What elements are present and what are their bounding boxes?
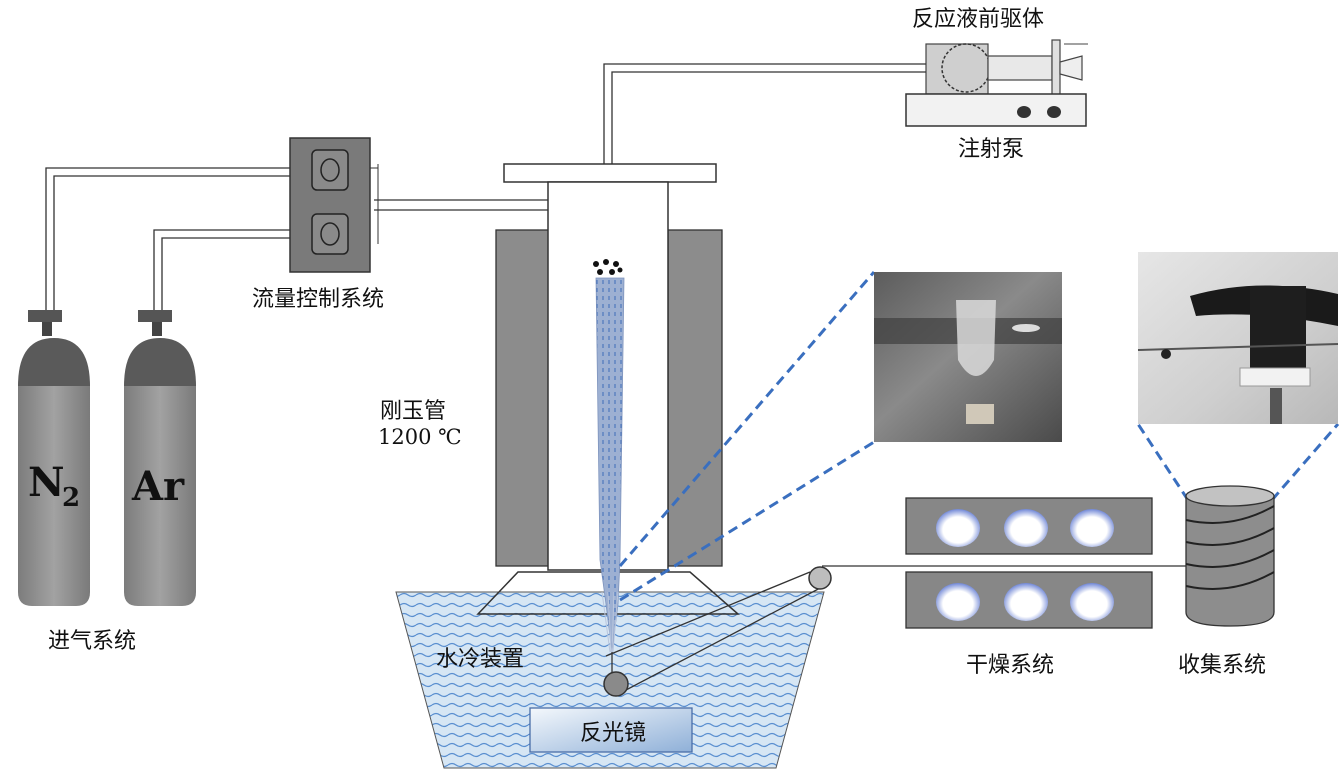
cylinder-formula-subscript: 2 — [62, 483, 80, 513]
dryer-hole — [936, 583, 980, 621]
flow-meter-1-dial — [320, 158, 340, 182]
furnace-heater-right — [667, 229, 723, 567]
syringe-plunger-rod — [987, 55, 1053, 81]
guide-pulley — [808, 566, 832, 590]
cylinder-valve — [28, 310, 62, 322]
collection-label: 收集系统 — [1178, 653, 1266, 678]
furnace-heater-left — [495, 229, 551, 567]
syringe-barrel — [925, 43, 989, 95]
drying-unit-top — [905, 497, 1153, 555]
gas-pipes — [45, 167, 548, 310]
pump-button-2 — [1047, 106, 1061, 118]
spool-windings — [1185, 505, 1275, 590]
reflector-mirror — [529, 707, 693, 753]
dryer-hole — [1070, 583, 1114, 621]
syringe-plunger-plate — [1051, 39, 1061, 101]
bath-pulley — [603, 671, 629, 697]
spool-body — [1185, 495, 1275, 627]
syringe-handle — [1059, 55, 1083, 81]
fiber-drawing-photo — [874, 272, 1062, 442]
cylinder-formula: Ar — [131, 463, 185, 510]
drying-unit-bottom — [905, 571, 1153, 629]
callout-lines — [618, 271, 1340, 602]
temperature-label: 1200 ℃ — [378, 425, 462, 449]
fiber-path — [605, 565, 1186, 691]
cylinder-cap — [124, 338, 196, 386]
dryer-hole — [1070, 509, 1114, 547]
gas-inlet-label: 进气系统 — [48, 629, 136, 654]
photo-background — [1138, 252, 1338, 424]
photo-fiber-spot — [966, 404, 994, 424]
cylinder-valve — [138, 310, 172, 322]
syringe-pump — [905, 93, 1087, 127]
flow-meter-2 — [311, 213, 349, 255]
furnace-bottom-flange — [476, 571, 740, 615]
precursor-droplets — [593, 259, 623, 275]
water-cooling-label: 水冷装置 — [436, 647, 524, 672]
photo-spool — [1250, 286, 1306, 370]
cylinder-cap — [18, 338, 90, 386]
flow-meter-1 — [311, 149, 349, 191]
gas-cylinder-ar: Ar — [124, 310, 196, 606]
fiber-strands — [601, 591, 619, 653]
dryer-hole — [936, 509, 980, 547]
cylinder-body — [124, 386, 196, 606]
syringe — [925, 39, 1088, 101]
syringe-pump-label: 注射泵 — [958, 137, 1024, 162]
collection-spool — [1185, 485, 1275, 627]
reflector-label: 反光镜 — [580, 721, 646, 746]
flow-meter-2-dial — [320, 222, 340, 246]
gas-cylinder-n2: N 2 — [18, 310, 90, 606]
cylinder-valve-stem — [42, 322, 52, 336]
drying-label: 干燥系统 — [966, 653, 1054, 678]
cylinder-formula: N — [28, 459, 65, 506]
photo-nozzle — [956, 300, 996, 376]
flow-controller — [289, 137, 379, 273]
cylinder-valve-stem — [152, 322, 162, 336]
pump-button-1 — [1017, 106, 1031, 118]
spool-top — [1185, 485, 1275, 507]
flow-control-label: 流量控制系统 — [252, 287, 384, 312]
cylinder-body — [18, 386, 90, 606]
dryer-hole — [1004, 583, 1048, 621]
corundum-tube-label: 刚玉管 — [380, 399, 446, 424]
furnace-top-plate — [503, 163, 717, 183]
collection-photo — [1137, 252, 1339, 424]
dryer-hole — [1004, 509, 1048, 547]
precursor-label: 反应液前驱体 — [912, 7, 1044, 32]
